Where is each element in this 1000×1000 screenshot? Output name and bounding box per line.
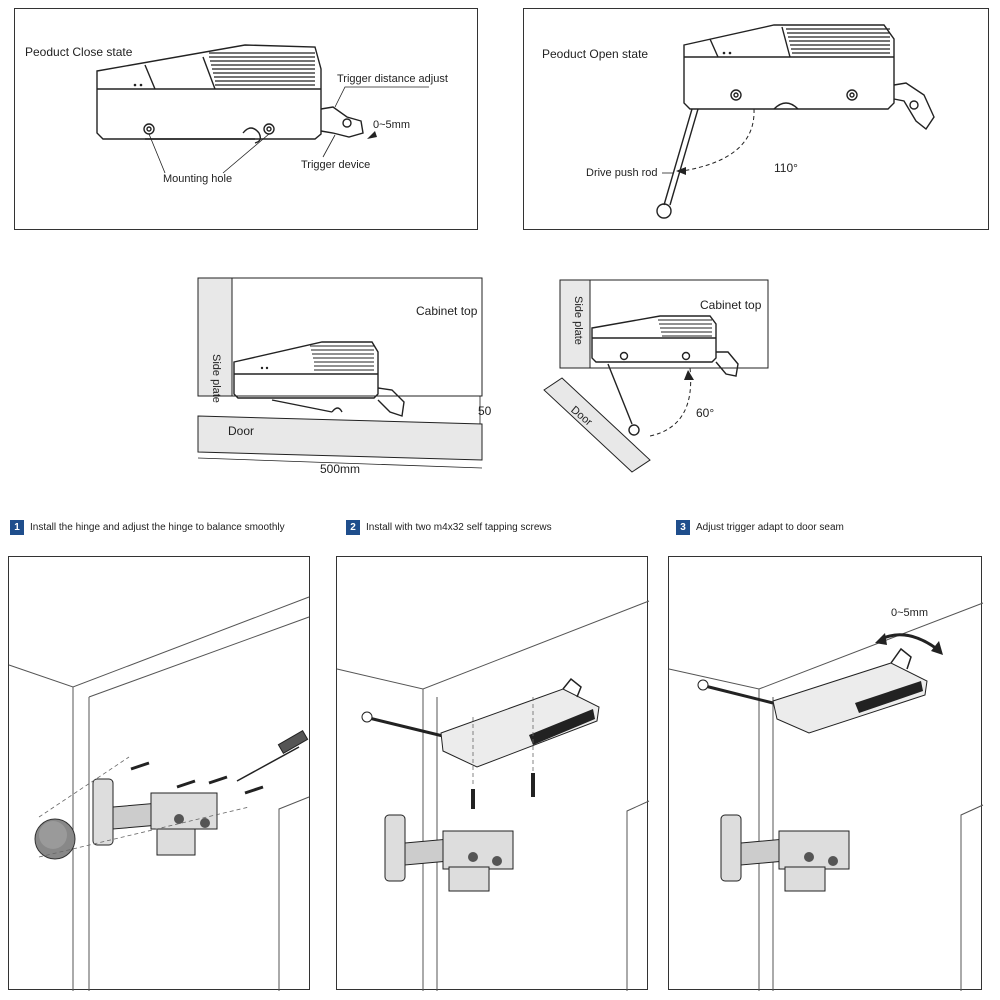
side-plate-label-open: Side plate <box>572 296 584 345</box>
trigger-adjust-drawing <box>668 602 984 991</box>
mounting-hole-label: Mounting hole <box>163 173 233 185</box>
closer-device-closed-drawing <box>96 44 429 174</box>
close-state-panel: Peoduct Close state Trigger distance adj… <box>14 8 478 230</box>
step-2-caption: 2 Install with two m4x32 self tapping sc… <box>346 520 552 535</box>
open-angle-60-label: 60° <box>696 406 715 420</box>
range-label: 0~5mm <box>373 119 410 131</box>
cabinet-top-label-open: Cabinet top <box>700 298 762 312</box>
step-1-text: Install the hinge and adjust the hinge t… <box>30 522 285 533</box>
open-angle-label: 110° <box>774 161 798 175</box>
open-state-title: Peoduct Open state <box>542 47 649 61</box>
step-1-number: 1 <box>10 520 24 535</box>
drive-push-rod-label: Drive push rod <box>586 167 658 179</box>
closer-device-open-drawing <box>656 24 935 219</box>
step-2-text: Install with two m4x32 self tapping scre… <box>366 522 552 533</box>
trigger-device-label: Trigger device <box>301 159 371 171</box>
side-plate-label: Side plate <box>210 354 222 403</box>
step-2-illustration <box>336 556 650 991</box>
cabinet-open-drawing <box>543 279 769 473</box>
step-3-illustration: 0~5mm <box>668 556 984 991</box>
step-1-illustration <box>8 556 310 991</box>
step-3-text: Adjust trigger adapt to door seam <box>696 522 844 533</box>
closer-mount-drawing <box>336 600 650 991</box>
step-2-number: 2 <box>346 520 360 535</box>
hinge-install-drawing <box>8 596 310 991</box>
door-label: Door <box>228 424 255 438</box>
step-3-number: 3 <box>676 520 690 535</box>
step-3-caption: 3 Adjust trigger adapt to door seam <box>676 520 844 535</box>
cabinet-top-label: Cabinet top <box>416 304 478 318</box>
install-diagram-closed: Side plate Cabinet top Door 500mm 50 <box>192 276 492 486</box>
width-dimension-label: 500mm <box>320 462 361 476</box>
step-3-range-label: 0~5mm <box>891 607 928 619</box>
install-diagram-open: Side plate Cabinet top Door 60° <box>540 276 780 486</box>
gap-dimension-label: 50 <box>478 404 492 418</box>
close-state-title: Peoduct Close state <box>25 45 133 59</box>
trigger-distance-adjust-label: Trigger distance adjust <box>337 73 448 85</box>
open-state-panel: Peoduct Open state Drive push rod 110° <box>523 8 989 230</box>
step-1-caption: 1 Install the hinge and adjust the hinge… <box>10 520 285 535</box>
cabinet-closed-drawing <box>197 277 483 469</box>
